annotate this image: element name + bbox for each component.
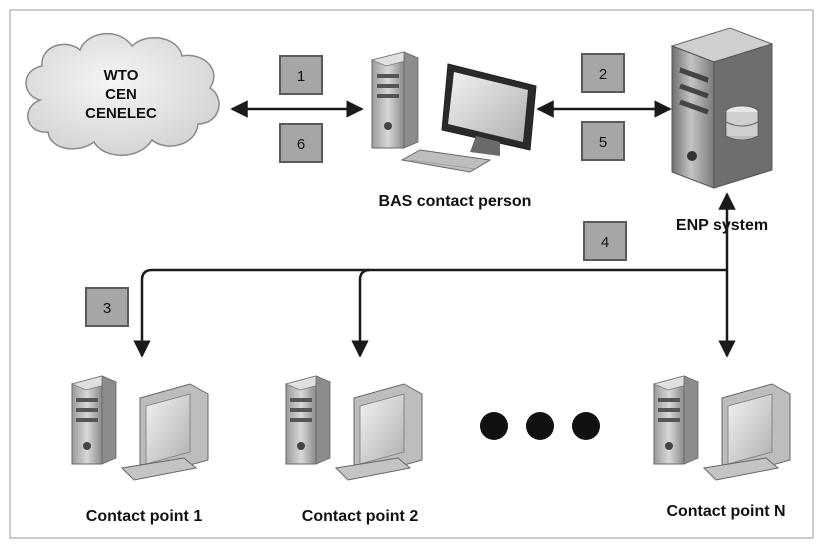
enp-server-icon: [670, 27, 774, 189]
contact-point-n-computer-icon: [652, 375, 791, 481]
step-box-1: 1: [279, 55, 323, 95]
svg-text:4: 4: [601, 234, 609, 251]
ellipsis-dot: [480, 412, 508, 440]
bas-computer-icon: [370, 51, 537, 173]
cloud-line-3: CENELEC: [85, 105, 157, 122]
enp-system-label: ENP system: [676, 217, 768, 234]
contact-point-n-label: Contact point N: [666, 503, 785, 520]
cloud-line-1: WTO: [104, 67, 139, 84]
step-box-6: 6: [279, 123, 323, 163]
ellipsis-dots: [480, 412, 600, 440]
arrow-enp-cp1: [133, 268, 727, 358]
svg-text:2: 2: [599, 66, 607, 83]
cloud-line-2: CEN: [105, 86, 137, 103]
svg-text:6: 6: [297, 136, 305, 153]
step-box-3: 3: [85, 287, 129, 327]
contact-point-2-computer-icon: [284, 375, 423, 481]
svg-text:1: 1: [297, 68, 305, 85]
ellipsis-dot: [526, 412, 554, 440]
bas-contact-label: BAS contact person: [379, 193, 532, 210]
diagram-frame: [9, 9, 814, 539]
standards-cloud: WTO CEN CENELEC: [25, 32, 220, 156]
step-box-4: 4: [583, 221, 627, 261]
svg-text:5: 5: [599, 134, 607, 151]
ellipsis-dot: [572, 412, 600, 440]
step-box-5: 5: [581, 121, 625, 161]
arrow-enp-cp2: [351, 268, 371, 358]
contact-point-1-computer-icon: [70, 375, 209, 481]
svg-text:3: 3: [103, 300, 111, 317]
step-box-2: 2: [581, 53, 625, 93]
contact-point-1-label: Contact point 1: [86, 508, 203, 525]
contact-point-2-label: Contact point 2: [302, 508, 419, 525]
